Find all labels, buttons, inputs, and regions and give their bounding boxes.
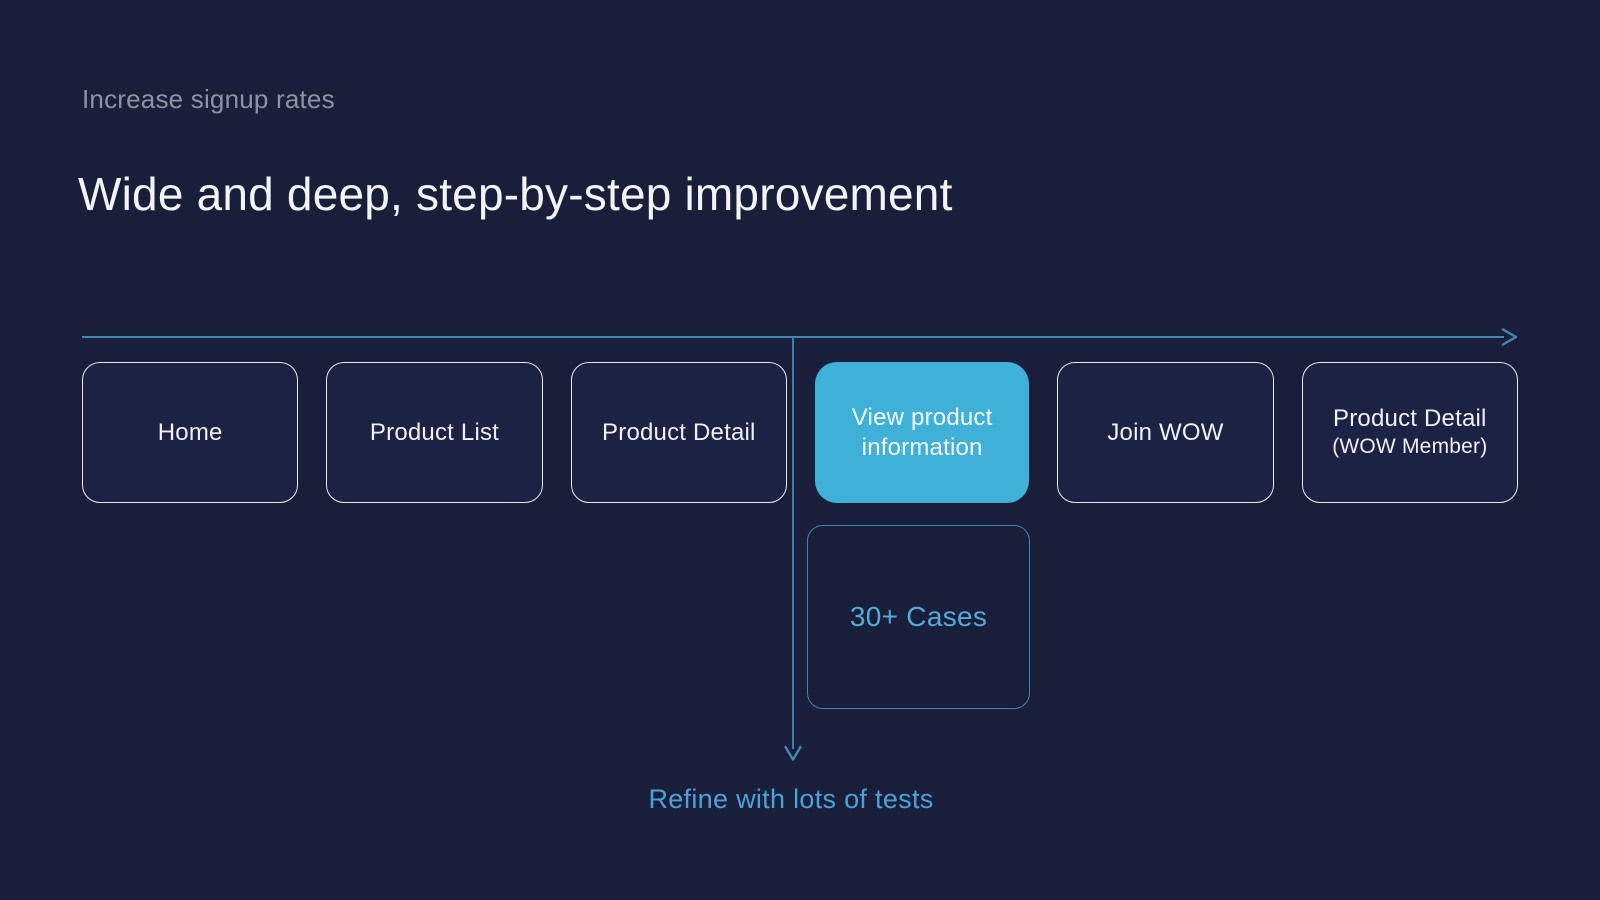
step-box-product-detail-wow-member: Product Detail (WOW Member)	[1301, 362, 1518, 503]
step-sublabel: (WOW Member)	[1332, 435, 1488, 459]
arrow-right-icon	[1501, 328, 1518, 346]
step-box-home: Home	[82, 362, 299, 503]
slide-title: Wide and deep, step-by-step improvement	[78, 168, 953, 220]
step-label: Product Detail	[602, 418, 756, 446]
funnel-steps-row: Home Product List Product Detail View pr…	[82, 362, 1518, 503]
step-label: Product List	[369, 418, 500, 446]
slide-eyebrow: Increase signup rates	[82, 84, 335, 114]
cases-callout-box: 30+ Cases	[807, 525, 1030, 709]
step-label: Home	[157, 418, 223, 446]
step-box-product-detail: Product Detail	[570, 362, 787, 503]
cases-callout-label: 30+ Cases	[849, 601, 988, 632]
step-box-join-wow: Join WOW	[1057, 362, 1274, 503]
step-box-product-list: Product List	[326, 362, 543, 503]
step-label: Product Detail	[1333, 405, 1487, 433]
arrow-down-icon	[784, 745, 802, 761]
step-box-view-product-information: View product information	[814, 362, 1030, 503]
step-label: Join WOW	[1107, 418, 1224, 446]
refine-annotation: Refine with lots of tests	[648, 784, 934, 814]
step-label: View product information	[851, 403, 993, 461]
